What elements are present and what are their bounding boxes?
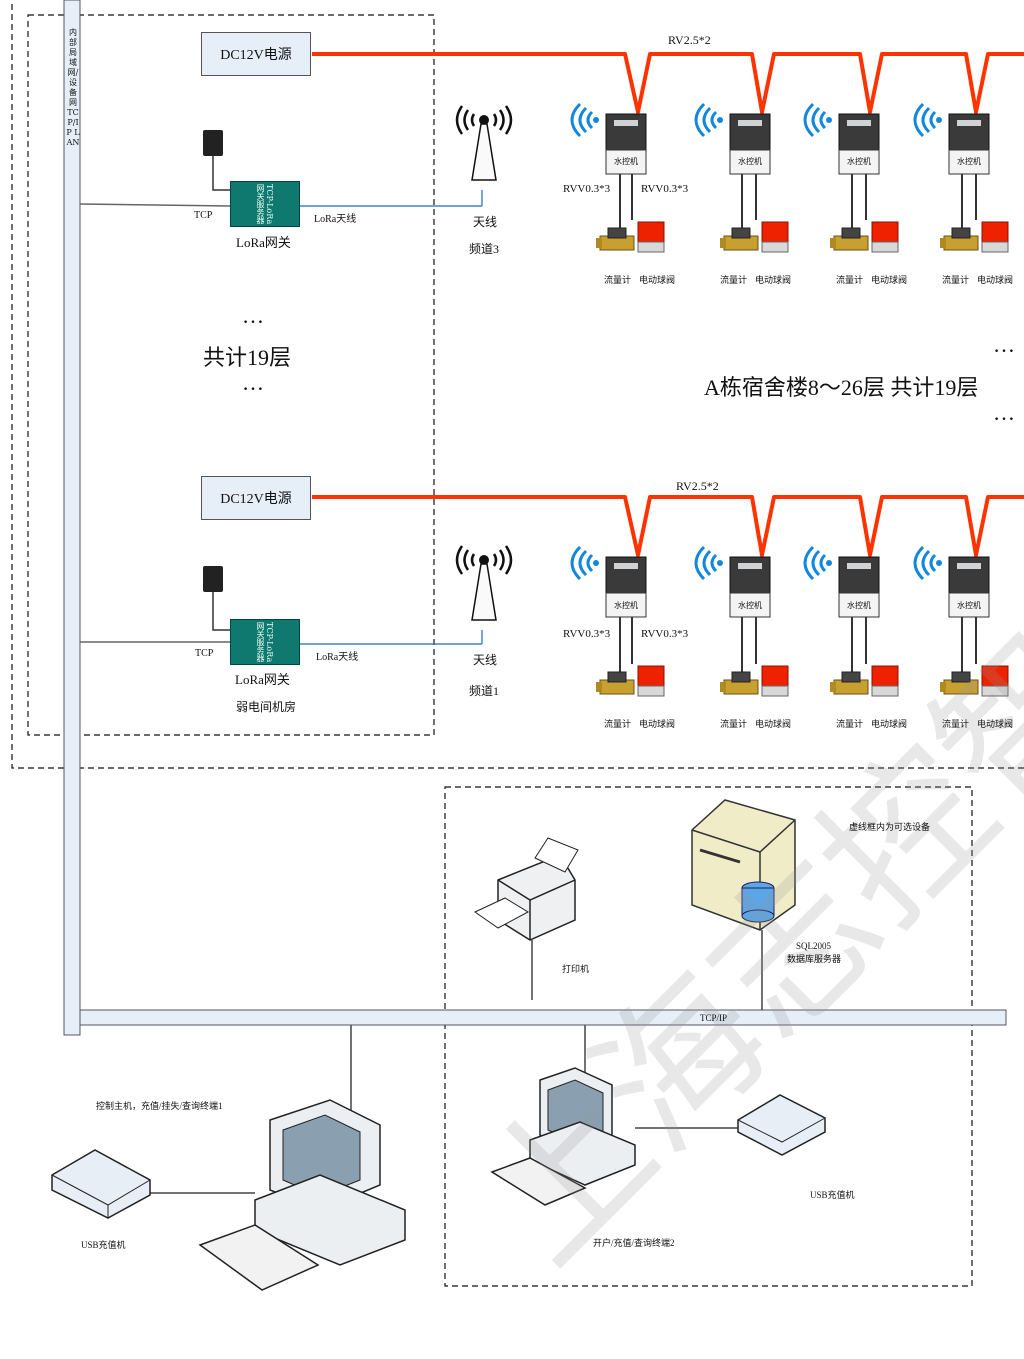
- flow-meter-label: 流量计: [604, 719, 632, 729]
- room-label: 弱电间机房: [236, 700, 297, 714]
- printer-label: 打印机: [562, 964, 590, 974]
- lora-gateway-top: TCP-LoRa网关服务器: [230, 181, 300, 227]
- database-server-icon: [691, 799, 796, 931]
- antenna-label-top: 天线: [473, 215, 498, 229]
- channel-label-bottom: 频道1: [469, 684, 500, 698]
- controller-label: 水控机: [957, 601, 981, 610]
- flow-meter-label: 流量计: [942, 275, 970, 285]
- valve-label: 电动球阀: [639, 719, 676, 729]
- controller-set-8: [913, 545, 1009, 697]
- lan-vertical-label: 内部局域网/设备网 TCP/IP LAN: [66, 28, 80, 147]
- power-cable-label-top: RV2.5*2: [668, 33, 711, 47]
- controller-label: 水控机: [738, 601, 762, 610]
- controller-label: 水控机: [738, 157, 762, 166]
- lora-antenna-cable-bottom: LoRa天线: [316, 652, 359, 663]
- lora-antenna-cable-top: LoRa天线: [314, 214, 357, 225]
- controller-set-5: [570, 545, 665, 697]
- controller-set-6: [694, 545, 789, 697]
- power-cable-top: [312, 52, 1024, 114]
- tcpip-bus-label: TCP/IP: [700, 1013, 728, 1023]
- signal-cable-a-top: RVV0.3*3: [563, 183, 611, 195]
- controller-set-2: [694, 102, 789, 253]
- power-cable-label-bottom: RV2.5*2: [676, 479, 719, 493]
- antenna-label-bottom: 天线: [473, 653, 498, 667]
- valve-label: 电动球阀: [755, 719, 792, 729]
- flow-meter-label: 流量计: [942, 719, 970, 729]
- server-label-2: 数据库服务器: [787, 954, 842, 964]
- ellipsis: …: [242, 303, 264, 328]
- controller-label: 水控机: [847, 157, 871, 166]
- tcp-label-top: TCP: [194, 210, 213, 221]
- tcpip-bus: [79, 1009, 1007, 1026]
- gateway-label-bottom: LoRa网关: [235, 672, 290, 687]
- usb-charger-left-icon: [51, 1149, 151, 1219]
- signal-cable-b-bottom: RVV0.3*3: [641, 628, 689, 640]
- valve-label: 电动球阀: [639, 275, 676, 285]
- power-supply-top: DC12V电源: [201, 32, 311, 76]
- lan-vertical-bar: [63, 0, 81, 1036]
- flow-meter-label: 流量计: [836, 275, 864, 285]
- room-region: [27, 14, 435, 736]
- floors-total: 共计19层: [203, 345, 292, 370]
- ellipsis: …: [993, 400, 1015, 425]
- valve-label: 电动球阀: [871, 719, 908, 729]
- valve-label: 电动球阀: [977, 719, 1014, 729]
- controller-label: 水控机: [614, 157, 638, 166]
- controller-label: 水控机: [614, 601, 638, 610]
- usb-charger-left-label: USB充值机: [81, 1240, 126, 1250]
- controller-label: 水控机: [847, 601, 871, 610]
- computer-terminal-2-icon: [490, 1067, 636, 1206]
- flow-meter-label: 流量计: [720, 275, 748, 285]
- flow-meter-label: 流量计: [720, 719, 748, 729]
- ellipsis: …: [242, 370, 264, 395]
- usb-charger-right-label: USB充值机: [810, 1190, 855, 1200]
- controller-set-3: [803, 102, 899, 253]
- optional-note: 虚线框内为可选设备: [849, 822, 931, 832]
- server-label-1: SQL2005: [796, 941, 832, 951]
- tcp-label-bottom: TCP: [195, 648, 214, 659]
- signal-cable-b-top: RVV0.3*3: [641, 183, 689, 195]
- computer-terminal-1-icon: [198, 1099, 406, 1291]
- building-caption: A栋宿舍楼8～26层 共计19层: [704, 375, 979, 400]
- optional-region: [444, 786, 973, 1287]
- valve-label: 电动球阀: [977, 275, 1014, 285]
- antenna-icon: [455, 544, 513, 622]
- usb-charger-right-icon: [737, 1094, 826, 1156]
- controller-label: 水控机: [957, 157, 981, 166]
- signal-cable-a-bottom: RVV0.3*3: [563, 628, 611, 640]
- gateway-label-top: LoRa网关: [236, 235, 291, 250]
- power-supply-bottom: DC12V电源: [201, 476, 311, 520]
- lora-gateway-bottom: TCP-LoRa网关服务器: [230, 619, 300, 665]
- power-cable-bottom: [312, 495, 1024, 557]
- flow-meter-label: 流量计: [604, 275, 632, 285]
- antenna-icon: [455, 104, 513, 182]
- valve-label: 电动球阀: [871, 275, 908, 285]
- controller-set-7: [803, 545, 899, 697]
- terminal1-label: 控制主机，充值/挂失/查询终端1: [96, 1101, 223, 1111]
- channel-label-top: 频道3: [469, 242, 500, 256]
- controller-set-1: [570, 102, 665, 253]
- ellipsis: …: [993, 332, 1015, 357]
- terminal2-label: 开户/充值/查询终端2: [593, 1238, 675, 1248]
- building-region: [11, 0, 1024, 769]
- flow-meter-label: 流量计: [836, 719, 864, 729]
- printer-icon: [474, 837, 579, 941]
- controller-set-4: [913, 102, 1009, 253]
- valve-label: 电动球阀: [755, 275, 792, 285]
